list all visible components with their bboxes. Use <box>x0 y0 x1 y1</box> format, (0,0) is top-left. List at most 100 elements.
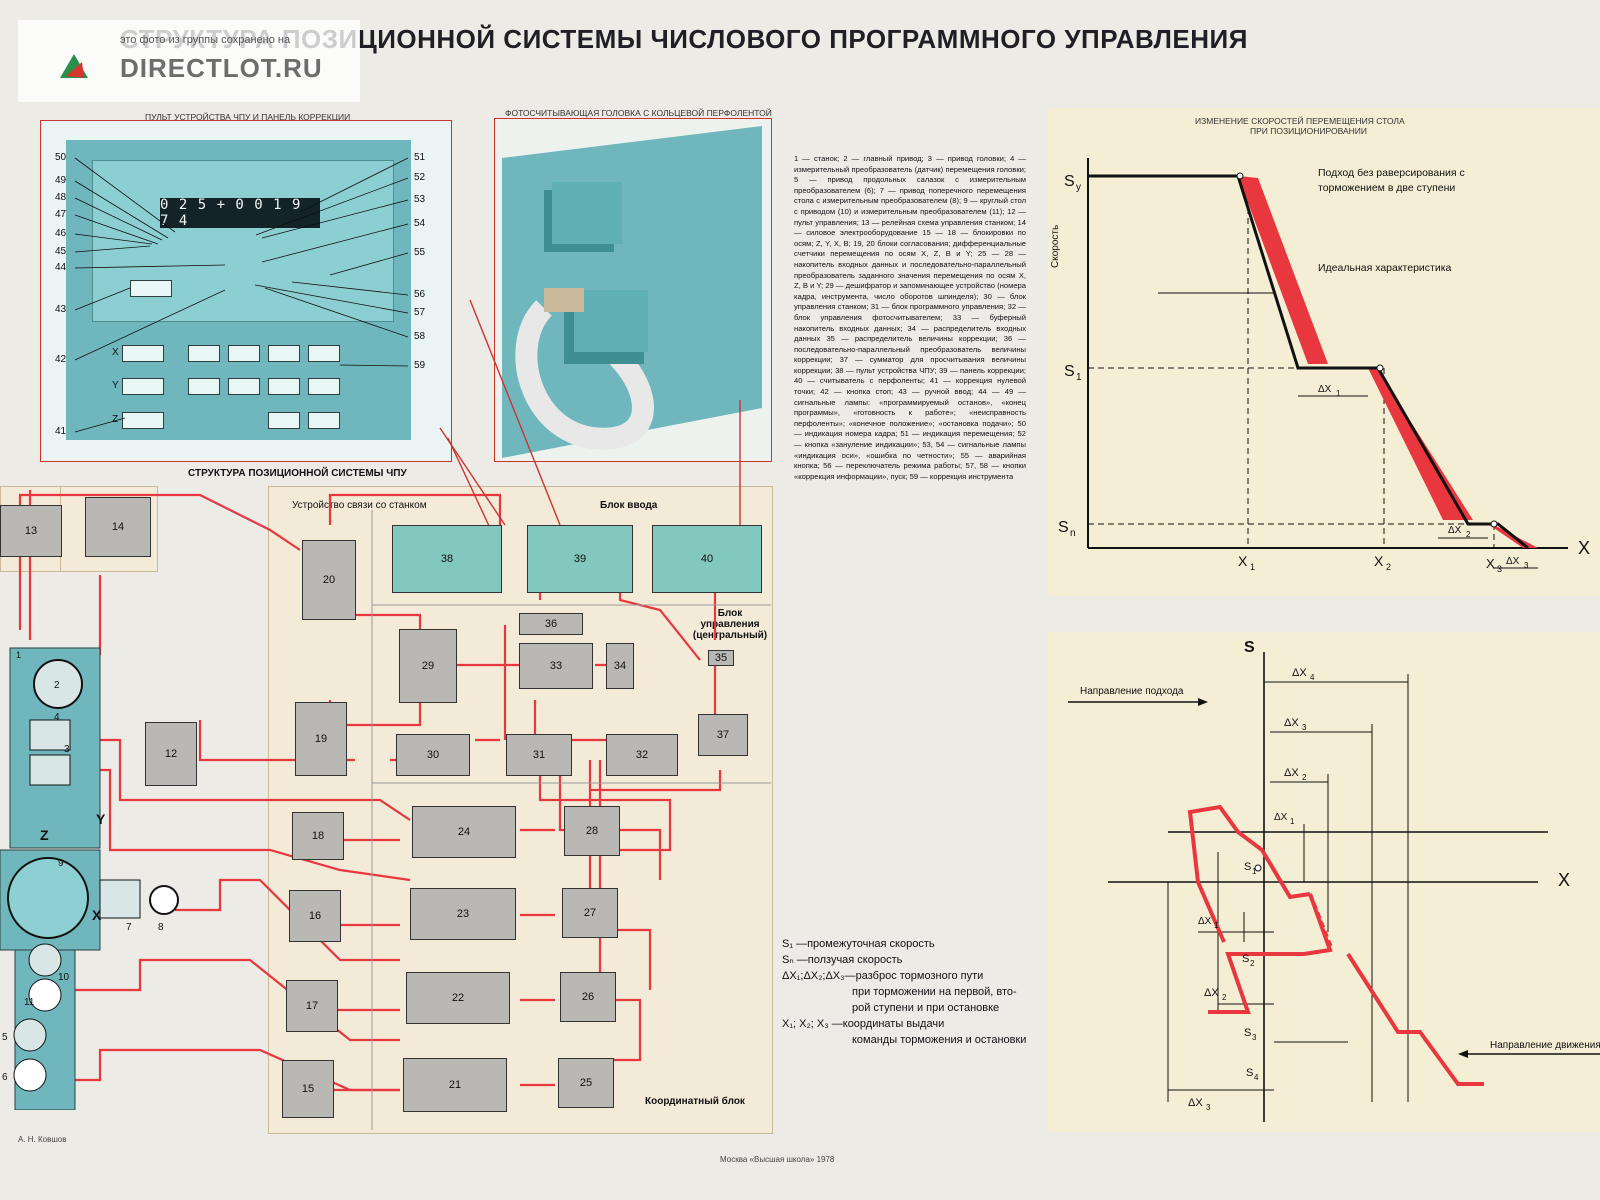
svg-text:1: 1 <box>1076 372 1082 383</box>
svg-text:ΔX: ΔX <box>1204 987 1219 999</box>
svg-text:4: 4 <box>54 712 60 723</box>
svg-text:2: 2 <box>1222 993 1227 1002</box>
legend-item: при торможении на первой, вто- <box>852 986 1017 998</box>
console-label-53: 53 <box>414 194 426 205</box>
speed-chart-title-1: ИЗМЕНЕНИЕ СКОРОСТЕЙ ПЕРЕМЕЩЕНИЯ СТОЛА <box>1195 116 1405 126</box>
approach-direction-label: Направление подхода <box>1080 686 1184 697</box>
photoreader-illustration <box>502 126 762 458</box>
console-label-52: 52 <box>414 172 426 183</box>
block-39: 39 <box>527 525 633 593</box>
watermark-caption: это фото из группы сохранено на <box>120 34 291 46</box>
block-14: 14 <box>85 497 151 557</box>
svg-text:S: S <box>1244 639 1255 656</box>
link-block-label: Устройство связи со станком <box>292 500 427 511</box>
legend-item: рой ступени и при остановке <box>852 1002 1000 1014</box>
counter-5 <box>268 378 300 395</box>
svg-text:n: n <box>1070 528 1076 539</box>
svg-text:S: S <box>1244 861 1251 873</box>
console-label-50: 50 <box>55 152 67 163</box>
speed-chart-ylabel: Скорость <box>1050 224 1061 268</box>
console-label-58: 58 <box>414 331 426 342</box>
console-label-54: 54 <box>414 218 426 229</box>
svg-text:y: y <box>1076 182 1081 193</box>
svg-text:Z: Z <box>40 827 49 843</box>
counter-3 <box>228 378 260 395</box>
console-label-48: 48 <box>55 192 67 203</box>
control-block-label: Блок управления (центральный) <box>692 608 768 641</box>
svg-text:X: X <box>1374 553 1384 569</box>
legend-item: X₁; X₂; X₃ —координаты выдачи <box>782 1018 945 1030</box>
block-33: 33 <box>519 643 593 689</box>
svg-text:ΔX: ΔX <box>1318 384 1332 395</box>
svg-text:6: 6 <box>2 1072 8 1083</box>
svg-text:ΔX: ΔX <box>1292 667 1307 679</box>
svg-text:1: 1 <box>1290 817 1295 826</box>
svg-text:Y: Y <box>96 811 106 827</box>
block-18: 18 <box>292 812 344 860</box>
svg-text:10: 10 <box>58 972 70 983</box>
svg-text:X: X <box>1578 538 1590 558</box>
console-label-56: 56 <box>414 289 426 300</box>
svg-text:2: 2 <box>1250 959 1255 968</box>
console-title: ПУЛЬТ УСТРОЙСТВА ЧПУ И ПАНЕЛЬ КОРРЕКЦИИ <box>145 112 351 122</box>
speed-chart-annotation-ideal: Идеальная характеристика <box>1318 262 1452 274</box>
speed-chart-annotation-approach: Подход без раверсирования с торможением … <box>1318 167 1465 194</box>
block-12: 12 <box>145 722 197 786</box>
console-label-55: 55 <box>414 247 426 258</box>
legend-item: Sₙ —ползучая скорость <box>782 954 903 966</box>
svg-text:3: 3 <box>1302 723 1307 732</box>
watermark-logo-icon <box>60 54 88 78</box>
console-label-51: 51 <box>414 152 426 163</box>
block-35: 35 <box>708 650 734 666</box>
speed-chart-panel <box>1048 108 1600 596</box>
svg-text:S: S <box>1242 953 1249 965</box>
svg-text:1: 1 <box>1250 562 1255 572</box>
photoreader-title: ФОТОСЧИТЫВАЮЩАЯ ГОЛОВКА С КОЛЬЦЕВОЙ ПЕРФ… <box>505 108 772 118</box>
svg-text:ΔX: ΔX <box>1284 717 1299 729</box>
tick-s1: S <box>1064 363 1075 380</box>
block-30: 30 <box>396 734 470 776</box>
svg-text:ΔX: ΔX <box>1198 916 1212 927</box>
watermark-brand: DIRECTLOT.RU <box>120 53 323 83</box>
block-40: 40 <box>652 525 762 593</box>
console-label-57: 57 <box>414 307 426 318</box>
counter-6 <box>268 412 300 429</box>
console-label-45: 45 <box>55 246 67 257</box>
counter-9 <box>308 412 340 429</box>
svg-text:3: 3 <box>1206 1103 1211 1112</box>
block-22: 22 <box>406 972 510 1024</box>
svg-text:1: 1 <box>1214 921 1219 930</box>
block-16: 16 <box>289 890 341 942</box>
svg-text:ΔX: ΔX <box>1506 556 1520 567</box>
svg-text:ΔX: ΔX <box>1284 767 1299 779</box>
block-20: 20 <box>302 540 356 620</box>
svg-text:5: 5 <box>2 1032 8 1043</box>
block-21: 21 <box>403 1058 507 1112</box>
publisher: Москва «Высшая школа» 1978 <box>720 1155 835 1164</box>
svg-text:2: 2 <box>1386 562 1391 572</box>
svg-text:1: 1 <box>1336 389 1341 398</box>
console-label-59: 59 <box>414 360 426 371</box>
legend-item: ΔX₁;ΔX₂;ΔX₃—разброс тормозного пути <box>782 970 984 982</box>
block-27: 27 <box>562 888 618 938</box>
block-13: 13 <box>0 505 62 557</box>
block-32: 32 <box>606 734 678 776</box>
svg-text:2: 2 <box>1466 530 1471 539</box>
block-19: 19 <box>295 702 347 776</box>
svg-text:X: X <box>1486 556 1495 571</box>
counter-1 <box>188 378 220 395</box>
block-34: 34 <box>606 643 634 689</box>
block-36: 36 <box>519 613 583 635</box>
block-38: 38 <box>392 525 502 593</box>
svg-text:ΔX: ΔX <box>1274 812 1288 823</box>
svg-text:X: X <box>1238 553 1248 569</box>
block-15: 15 <box>282 1060 334 1118</box>
svg-text:S: S <box>1244 1027 1251 1039</box>
tick-sn: S <box>1058 519 1069 536</box>
svg-text:3: 3 <box>1252 1033 1257 1042</box>
watermark: это фото из группы сохранено на DIRECTLO… <box>18 20 360 102</box>
block-37: 37 <box>698 714 748 756</box>
svg-text:X: X <box>92 907 102 923</box>
